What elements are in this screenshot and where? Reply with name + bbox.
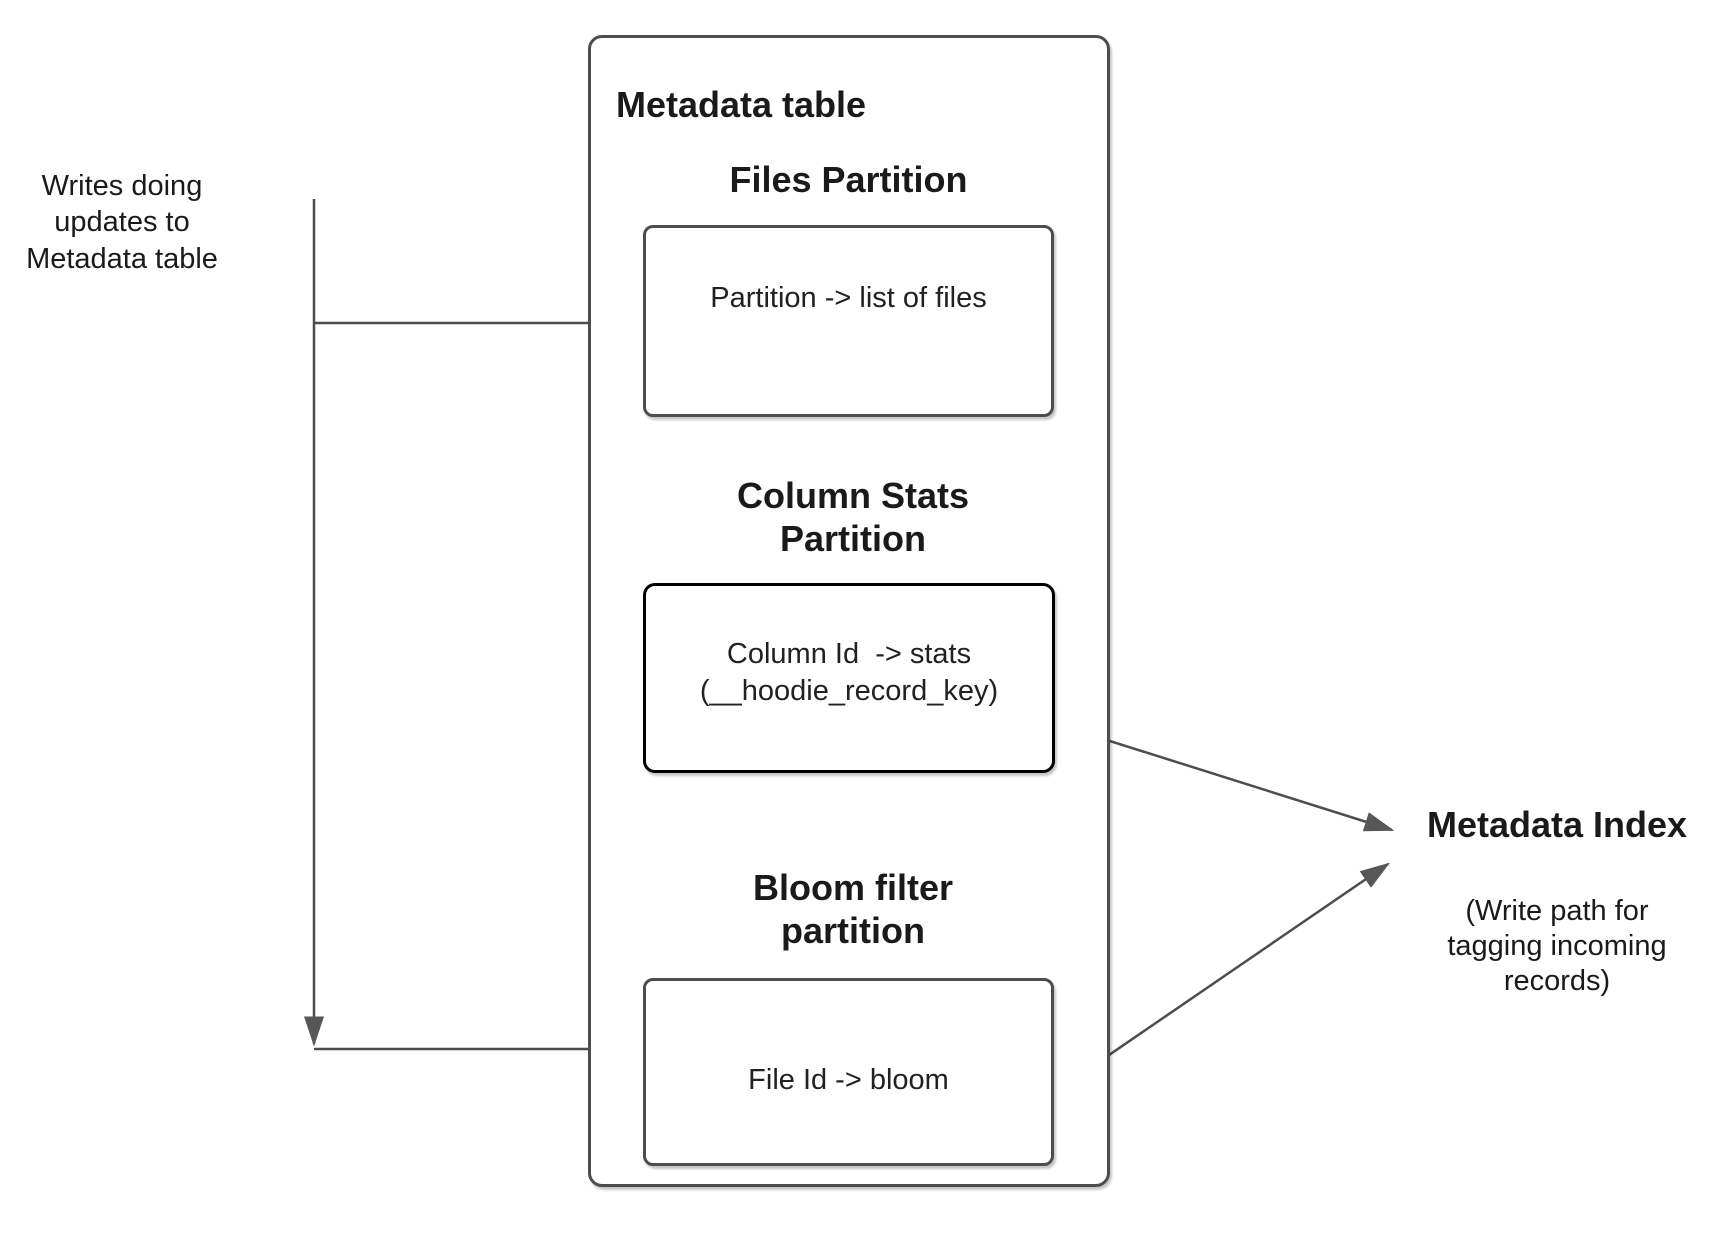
column-stats-partition-heading: Column Stats Partition	[736, 475, 969, 560]
files-partition-heading: Files Partition	[729, 159, 968, 200]
bloom-filter-partition-body: File Id -> bloom	[748, 1064, 949, 1096]
metadata-table-title: Metadata table	[616, 84, 867, 125]
column-stats-partition-box	[643, 583, 1055, 773]
metadata-index-subtitle: (Write path for tagging incoming records…	[1447, 895, 1667, 997]
bloom-filter-partition-box	[643, 978, 1054, 1166]
files-partition-body: Partition -> list of files	[710, 282, 987, 314]
files-partition-box	[643, 225, 1054, 417]
writes-note: Writes doing updates to Metadata table	[26, 170, 218, 275]
column-stats-partition-body: Column Id -> stats (__hoodie_record_key)	[699, 638, 999, 707]
metadata-index-title: Metadata Index	[1426, 804, 1688, 845]
bloom-filter-partition-heading: Bloom filter partition	[752, 867, 953, 952]
